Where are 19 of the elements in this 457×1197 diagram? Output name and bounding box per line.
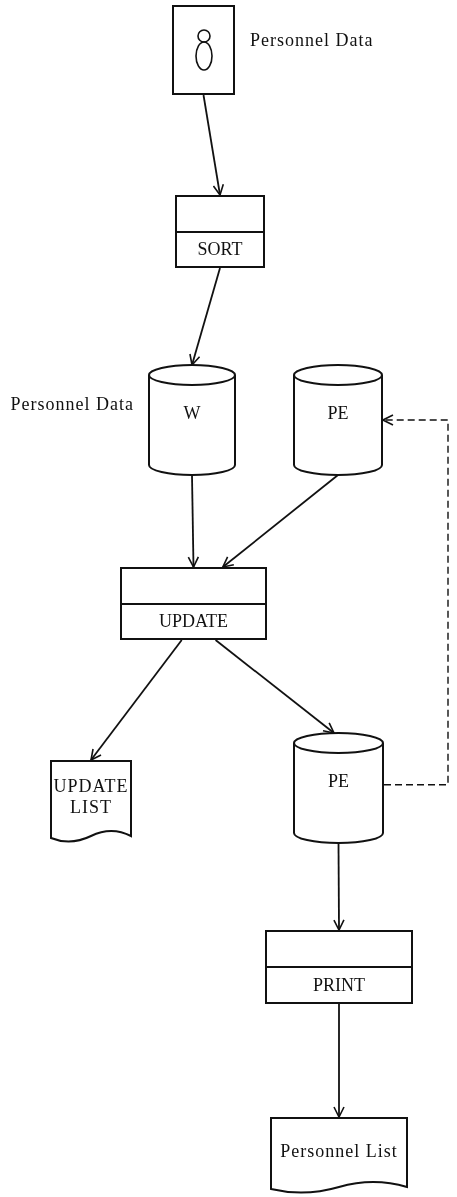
node-caption: Personnel Data	[250, 29, 375, 52]
arrow	[187, 474, 200, 568]
node-label: Personnel List	[280, 1140, 398, 1162]
node-caption: Personnel Data	[9, 393, 134, 416]
arrow	[90, 639, 183, 761]
node-label: PE	[327, 402, 349, 424]
node-label: SORT	[197, 238, 243, 260]
arrow	[333, 842, 345, 931]
node-label: W	[183, 402, 201, 424]
arrow	[202, 94, 225, 196]
arrow	[333, 1003, 345, 1118]
arrow	[214, 639, 335, 734]
node-label: PE	[328, 770, 349, 792]
arrow	[189, 267, 221, 366]
node-label: UPDATE	[159, 610, 228, 632]
node-label: PRINT	[313, 974, 365, 996]
arrow	[382, 414, 449, 786]
arrow	[222, 474, 339, 568]
node-label: UPDATE LIST	[52, 776, 130, 818]
